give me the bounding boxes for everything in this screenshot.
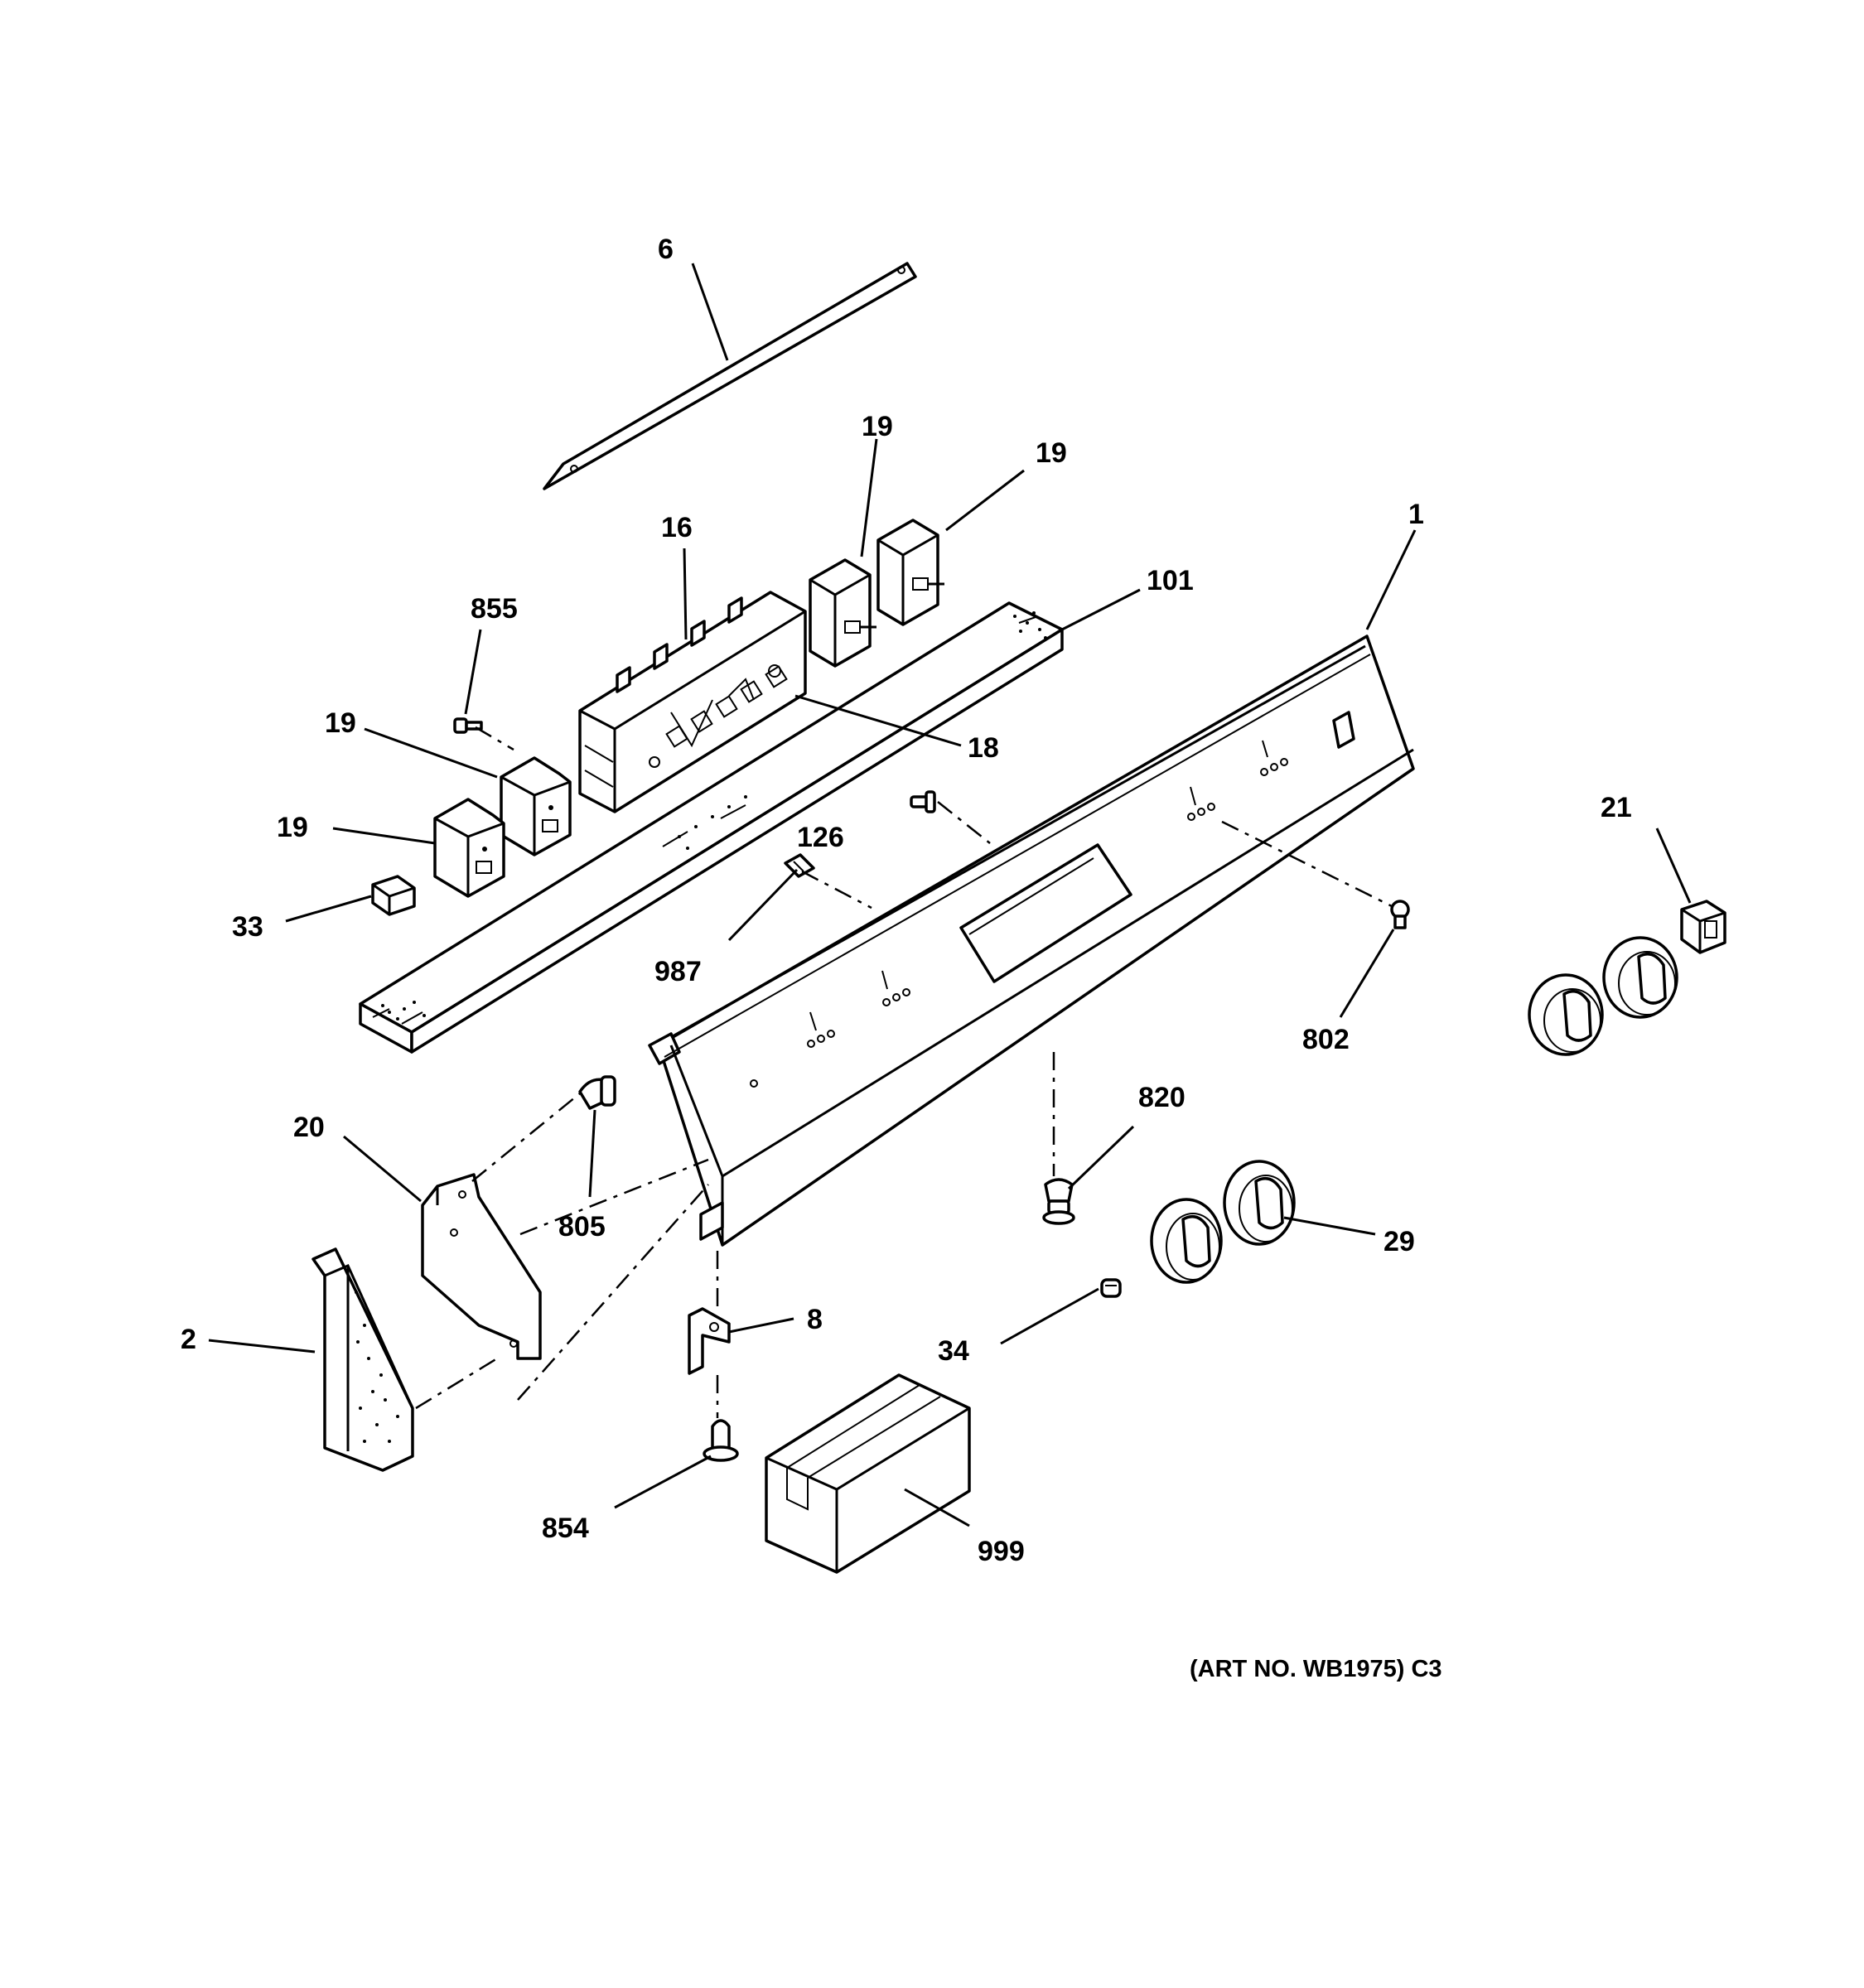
part-8-bracket [688, 1307, 731, 1375]
callout-34: 34 [938, 1335, 969, 1367]
part-999-box [765, 1373, 971, 1574]
callout-21: 21 [1601, 792, 1632, 823]
callout-987: 987 [654, 956, 702, 987]
callout-20: 20 [293, 1112, 325, 1143]
callout-2: 2 [181, 1324, 196, 1355]
part-19-switch-lower-left [433, 798, 505, 898]
part-6-trim-strip [543, 262, 917, 490]
part-20-bracket [421, 1173, 542, 1360]
part-1-backsplash-panel [648, 635, 1415, 1247]
part-126-screw [910, 790, 936, 813]
callout-855: 855 [471, 593, 518, 625]
callout-19-left-top: 19 [325, 707, 356, 739]
part-33-rocker-switch [371, 875, 416, 916]
part-34-clip [1100, 1278, 1122, 1298]
part-29-knob-lower-left [1150, 1198, 1223, 1284]
callout-802: 802 [1302, 1024, 1350, 1055]
callout-19-left: 19 [277, 812, 308, 843]
part-21-switch [1680, 900, 1726, 954]
part-19-switch-upper-right [876, 519, 944, 626]
callout-33: 33 [232, 911, 263, 943]
callout-1: 1 [1408, 499, 1424, 530]
callout-820: 820 [1138, 1082, 1186, 1113]
part-820-screw [1042, 1178, 1075, 1225]
leader-lines [208, 263, 1692, 1527]
part-805-screw [578, 1075, 616, 1110]
callout-29: 29 [1384, 1226, 1415, 1257]
part-855-screw [453, 717, 483, 734]
callout-8: 8 [807, 1304, 823, 1335]
part-19-switch-lower-right [500, 756, 572, 856]
part-2-end-cap [311, 1247, 414, 1472]
part-19-switch-upper-left [809, 558, 876, 668]
callout-19-top: 19 [862, 411, 893, 442]
assembly-lines [415, 726, 1393, 1418]
callout-126: 126 [797, 822, 844, 853]
part-802-screw [1390, 900, 1410, 929]
callout-805: 805 [558, 1211, 606, 1242]
part-16-electronic-control [578, 591, 807, 813]
part-29-knob-upper-right [1602, 936, 1678, 1019]
part-29-knob-upper-left [1528, 973, 1604, 1056]
art-number: (ART NO. WB1975) C3 [1190, 1656, 1442, 1682]
part-987-clip [784, 853, 815, 878]
callout-854: 854 [542, 1513, 589, 1544]
part-29-knob-lower-right [1223, 1160, 1296, 1246]
callout-999: 999 [978, 1536, 1025, 1567]
callout-101: 101 [1147, 565, 1194, 596]
callout-18: 18 [968, 732, 999, 764]
part-854-screw [703, 1419, 739, 1462]
callout-19-top-right: 19 [1036, 437, 1067, 469]
callout-6: 6 [658, 234, 674, 265]
part-101-insulation [359, 601, 1064, 1054]
callout-labels: 6 19 19 16 1 101 855 18 19 21 19 126 33 … [181, 234, 1632, 1682]
callout-16: 16 [661, 512, 693, 543]
